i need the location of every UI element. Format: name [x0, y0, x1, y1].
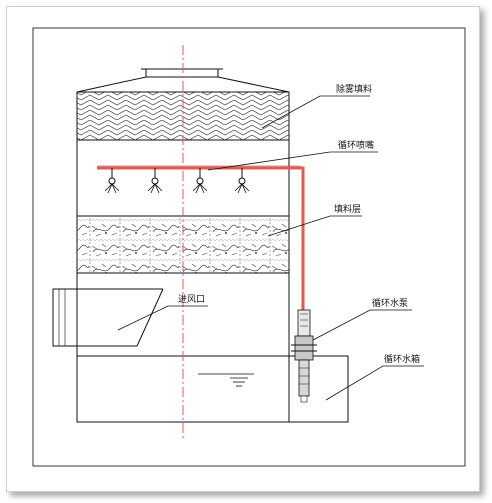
leader-pump — [312, 309, 412, 341]
label-demister: 除雾填料 — [336, 83, 372, 95]
circulation-pump — [291, 309, 317, 403]
air-inlet — [52, 288, 164, 347]
label-nozzle: 循环喷嘴 — [338, 139, 374, 151]
label-pump: 循环水泵 — [372, 297, 408, 309]
nozzle-1 — [104, 168, 120, 194]
nozzle-4 — [234, 168, 250, 194]
water-tank — [76, 355, 349, 423]
spray-pipe — [97, 165, 305, 310]
leader-demister — [261, 95, 370, 129]
nozzle-3 — [192, 168, 208, 194]
label-tank: 循环水箱 — [384, 353, 420, 365]
label-air-inlet: 进风口 — [178, 294, 205, 305]
nozzle-2 — [147, 168, 163, 194]
tower-roof — [76, 68, 290, 93]
leader-nozzle — [207, 151, 378, 171]
leader-air-inlet — [117, 305, 208, 331]
leader-tank — [325, 365, 424, 401]
label-packing: 填料层 — [334, 203, 361, 215]
leader-packing — [267, 215, 362, 237]
spray-nozzles — [104, 168, 250, 194]
drawing-border — [32, 27, 466, 467]
